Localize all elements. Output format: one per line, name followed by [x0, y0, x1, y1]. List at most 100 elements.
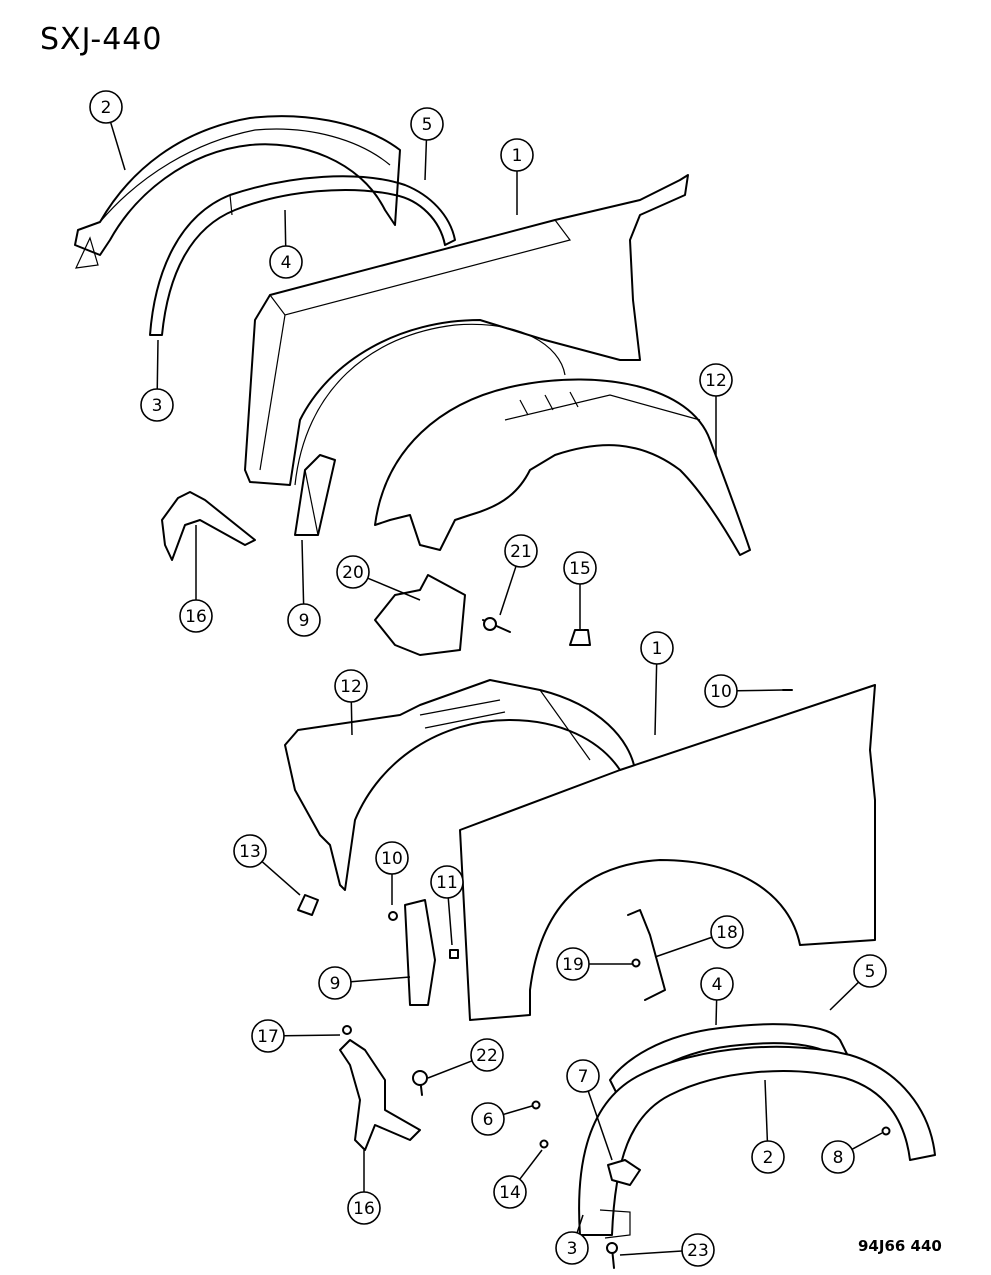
callout-circle: [853, 954, 887, 988]
callout-number: 3: [567, 1239, 578, 1259]
callout-number: 17: [257, 1027, 279, 1047]
callout-number: 5: [422, 115, 433, 135]
callout-number: 7: [578, 1067, 589, 1087]
callout-circle: [140, 388, 174, 422]
callout-circle: [287, 603, 321, 637]
callout-circle: [751, 1140, 785, 1174]
callout-number: 16: [185, 607, 207, 627]
callout-16: 16: [347, 1191, 381, 1225]
callout-number: 14: [499, 1183, 521, 1203]
callout-circle: [471, 1102, 505, 1136]
callout-number: 15: [569, 559, 591, 579]
callout-leader-line: [109, 122, 126, 171]
callout-13: 13: [233, 834, 267, 868]
callout-leader-line: [619, 1250, 683, 1256]
bolt-22: [412, 1070, 428, 1096]
callout-circle: [555, 1231, 589, 1265]
callout-number: 6: [483, 1110, 494, 1130]
callout-number: 1: [652, 639, 663, 659]
callout-circle: [821, 1140, 855, 1174]
callout-number: 13: [239, 842, 261, 862]
callout-number: 3: [152, 396, 163, 416]
bracket-18: [627, 909, 666, 1001]
callout-leader-line: [447, 897, 453, 946]
callout-5: 5: [853, 954, 887, 988]
callout-number: 9: [299, 611, 310, 631]
callout-number: 21: [510, 542, 532, 562]
callout-number: 16: [353, 1199, 375, 1219]
callout-circle: [336, 555, 370, 589]
callout-1: 1: [500, 138, 534, 172]
callout-leader-line: [283, 1034, 341, 1037]
callout-circle: [710, 915, 744, 949]
callout-circle: [269, 245, 303, 279]
lower-wheelhouse-12: [284, 679, 636, 891]
callout-circle: [430, 865, 464, 899]
callout-leader-line: [829, 981, 860, 1011]
callout-23: 23: [681, 1233, 715, 1267]
callout-circle: [470, 1038, 504, 1072]
callout-leader-line: [736, 689, 784, 692]
callout-leader-line: [499, 565, 517, 616]
callout-9: 9: [287, 603, 321, 637]
callout-number: 23: [687, 1241, 709, 1261]
diagram-title: SXJ-440: [40, 22, 163, 57]
upper-quarter-panel-1: [244, 174, 689, 486]
callout-circle: [681, 1233, 715, 1267]
callout-9: 9: [318, 966, 352, 1000]
callout-11: 11: [430, 865, 464, 899]
callout-circle: [318, 966, 352, 1000]
callout-10: 10: [704, 674, 738, 708]
callout-14: 14: [493, 1175, 527, 1209]
callout-number: 1: [512, 146, 523, 166]
callout-circle: [493, 1175, 527, 1209]
callout-16: 16: [179, 599, 213, 633]
callout-leader-line: [519, 1149, 543, 1180]
nut-6: [531, 1100, 541, 1110]
callout-circle: [700, 967, 734, 1001]
callout-17: 17: [251, 1019, 285, 1053]
upper-wheelhouse-12: [374, 378, 751, 556]
screw-19: [631, 958, 641, 968]
screw-8: [881, 1126, 891, 1136]
callout-circle: [179, 599, 213, 633]
callout-5: 5: [410, 107, 444, 141]
callout-circle: [563, 551, 597, 585]
callout-leader-line: [301, 539, 305, 605]
callout-circle: [504, 534, 538, 568]
callout-leader-line: [764, 1079, 769, 1142]
clip-13: [297, 894, 319, 916]
callout-3: 3: [555, 1231, 589, 1265]
callout-number: 12: [705, 371, 727, 391]
clip-14: [539, 1139, 549, 1149]
callout-circle: [375, 841, 409, 875]
callout-circle: [347, 1191, 381, 1225]
callout-number: 2: [763, 1148, 774, 1168]
callout-leader-line: [284, 209, 287, 247]
callout-number: 12: [340, 677, 362, 697]
callout-number: 5: [865, 962, 876, 982]
clip-15: [569, 629, 591, 646]
callout-circle: [699, 363, 733, 397]
fastener-10-lower: [388, 911, 398, 921]
upper-splash-shield-9: [294, 454, 336, 536]
callout-22: 22: [470, 1038, 504, 1072]
callout-18: 18: [710, 915, 744, 949]
callout-leader-line: [851, 1132, 883, 1150]
callout-circle: [334, 669, 368, 703]
callout-leader-line: [587, 1090, 613, 1161]
callout-circle: [556, 947, 590, 981]
callout-1: 1: [640, 631, 674, 665]
callout-number: 2: [101, 98, 112, 118]
screw-17: [342, 1025, 352, 1035]
callout-12: 12: [334, 669, 368, 703]
upper-fender-flare-2: [74, 115, 401, 269]
callout-15: 15: [563, 551, 597, 585]
callout-2: 2: [89, 90, 123, 124]
callout-leader-line: [156, 339, 159, 390]
callout-8: 8: [821, 1140, 855, 1174]
lower-bracket-16: [339, 1039, 421, 1151]
